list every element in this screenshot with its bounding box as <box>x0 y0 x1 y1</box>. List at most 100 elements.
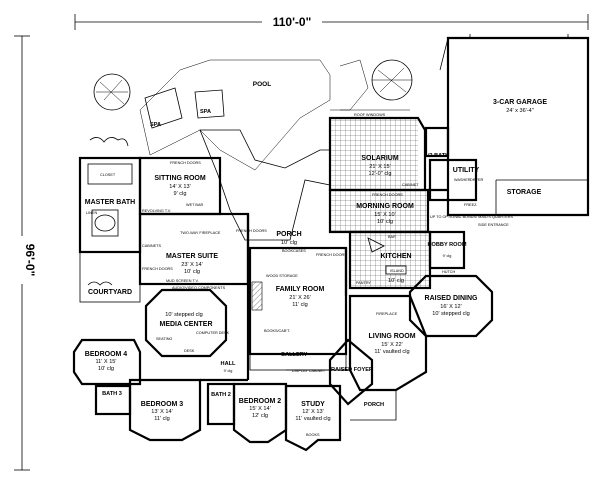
media-center-ceiling: 10' stepped clg <box>165 312 202 318</box>
wet-bar-note: WET BAR <box>186 203 203 207</box>
storage-name: STORAGE <box>507 189 542 196</box>
depth-dimension: 96'-0" <box>23 244 37 277</box>
solarium-size: 21' X 15' <box>369 164 390 170</box>
family-room-name: FAMILY ROOM <box>276 286 325 293</box>
bedroom-2-outline <box>232 382 288 444</box>
solarium-ceiling: 12'-0" clg <box>369 171 392 177</box>
courtyard-outline <box>79 251 141 303</box>
master-suite-name: MASTER SUITE <box>166 253 218 260</box>
hall-ceiling: 9' clg <box>224 369 233 373</box>
roof-windows-note: ROOF WINDOWS <box>354 113 386 117</box>
living-room-name: LIVING ROOM <box>368 333 415 340</box>
hobby-room-ceiling: 9' clg <box>443 254 452 258</box>
cabinet-solarium-note: CABINET <box>402 183 419 187</box>
seating-note: SEATING <box>156 337 172 341</box>
morning-room-ceiling: 10' clg <box>377 219 393 225</box>
morning-room-size: 15' X 10' <box>374 212 395 218</box>
raised-dining-outline <box>408 274 494 338</box>
width-dimension-line <box>74 14 589 30</box>
depth-dimension-line <box>14 35 30 471</box>
bath-2-name: BATH 2 <box>211 392 231 398</box>
books-note: BOOKS <box>306 433 320 437</box>
sitting-room-name: SITTING ROOM <box>154 175 206 182</box>
closet-note: CLOSET <box>100 173 116 177</box>
bedroom-3-size: 13' X 14' <box>151 409 172 415</box>
freezer-note: FREEZ. <box>464 203 478 207</box>
sitting-room-size: 14' X 13' <box>169 184 190 190</box>
bedroom-2-ceiling: 12' clg <box>252 413 268 419</box>
half-bath-outline <box>424 126 450 158</box>
french-doors-porch-note: FRENCH DOORS <box>236 229 267 233</box>
solarium-outline <box>328 109 427 192</box>
books-cab-note: BOOKS/CAB'T. <box>264 329 290 333</box>
living-room-ceiling: 11' vaulted clg <box>374 349 409 355</box>
hutch-note: HUTCH <box>442 270 456 274</box>
linen-note: LINEN <box>86 211 97 215</box>
computer-desk-note: COMPUTER DESK <box>196 331 230 335</box>
pantry-note: PANTRY <box>356 281 372 285</box>
raised-dining-size: 16' X 12' <box>440 304 461 310</box>
porch-front-outline <box>350 389 397 421</box>
spa-label: SPA <box>150 122 161 128</box>
desk-note: DESK <box>184 349 195 353</box>
audio-video-note: AUDIO/VIDEO COMPONENTS <box>172 286 226 290</box>
french-doors-family-note: FRENCH DOORS <box>316 253 347 257</box>
media-center-name: MEDIA CENTER <box>159 321 212 328</box>
porch-rear-label: PORCH <box>276 231 301 238</box>
solarium-name: SOLARIUM <box>361 155 399 162</box>
study-ceiling: 11' vaulted clg <box>295 416 330 422</box>
wood-storage-note: WOOD STORAGE <box>266 274 298 278</box>
study-name: STUDY <box>301 401 325 408</box>
hobby-room-name: HOBBY ROOM <box>427 242 466 248</box>
revolving-tv-note: REVOLVING T.V. <box>142 209 171 213</box>
sitting-room-ceiling: 9' clg <box>174 191 187 197</box>
master-bath-name: MASTER BATH <box>85 199 135 206</box>
french-doors-master-note: FRENCH DOORS <box>142 267 173 271</box>
raised-foyer-name: RAISED FOYER <box>331 367 373 373</box>
study-size: 12' X 13' <box>302 409 323 415</box>
utility-outline <box>428 158 478 202</box>
kitchen-name: KITCHEN <box>380 253 411 260</box>
exterior-walls <box>200 188 448 382</box>
bedroom-3-ceiling: 11' clg <box>154 416 170 422</box>
spa-label-2: SPA <box>200 109 211 115</box>
study-outline <box>284 384 342 452</box>
bedroom-4-name: BEDROOM 4 <box>85 351 128 358</box>
hobby-room-outline <box>428 230 466 270</box>
bath-3-name: BATH 3 <box>102 391 122 397</box>
two-way-fireplace-note: TWO-WAY FIREPLACE <box>180 231 221 235</box>
bookcases-note: BOOKCASES <box>282 249 306 253</box>
raised-dining-ceiling: 10' stepped clg <box>432 311 469 317</box>
bath-2-outline <box>206 382 236 426</box>
bedroom-4-size: 11' X 15' <box>95 359 116 365</box>
raised-dining-name: RAISED DINING <box>425 295 478 302</box>
bedroom-4-ceiling: 10' clg <box>98 366 114 372</box>
bedroom-2-name: BEDROOM 2 <box>239 398 282 405</box>
courtyard-label: COURTYARD <box>88 289 132 296</box>
family-room-outline <box>248 246 348 356</box>
display-cabinet-note: DISPLAY CABINET <box>292 369 326 373</box>
french-doors-sitting-note: FRENCH DOORS <box>170 161 201 165</box>
master-suite-size: 23' X 14' <box>181 262 202 268</box>
tree-icon <box>87 59 413 286</box>
pool-label: POOL <box>253 81 271 88</box>
living-room-outline <box>348 294 428 392</box>
morning-room-outline <box>328 188 430 234</box>
garage-name: 3-CAR GARAGE <box>493 99 547 106</box>
porch-rear-ceiling: 10' clg <box>281 240 297 246</box>
hall-name: HALL <box>221 361 236 367</box>
bar-note: BAR <box>388 235 396 239</box>
media-center-outline <box>144 288 228 358</box>
morning-room-name: MORNING ROOM <box>356 203 414 210</box>
dryer-note: DRYER <box>470 178 483 182</box>
mud-screen-tv-note: MUD SCREEN T.V. <box>166 279 199 283</box>
bedroom-2-size: 15' X 14' <box>249 406 270 412</box>
family-room-ceiling: 11' clg <box>292 302 308 308</box>
porch-front-label: PORCH <box>364 402 384 408</box>
fireplace-note: FIREPLACE <box>376 312 398 316</box>
bedroom-3-name: BEDROOM 3 <box>141 401 184 408</box>
master-suite-ceiling: 10' clg <box>184 269 200 275</box>
side-entrance-note: SIDE ENTRANCE <box>478 223 509 227</box>
kitchen-ceiling: 10' clg <box>388 278 404 284</box>
